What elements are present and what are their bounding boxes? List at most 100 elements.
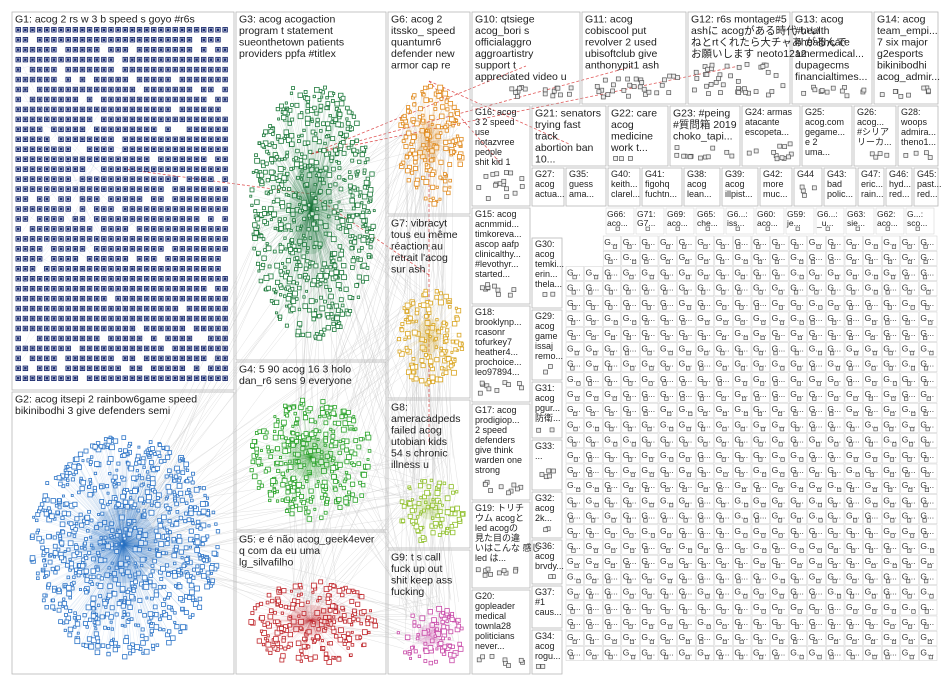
node-dot — [153, 198, 156, 201]
node-dot — [124, 218, 127, 221]
node-dot — [110, 58, 113, 61]
node-dot — [95, 218, 98, 221]
node-dot — [67, 277, 70, 280]
node-dot — [24, 128, 27, 131]
node-dot — [174, 148, 177, 151]
node-dot — [103, 58, 106, 61]
node-dot — [138, 238, 141, 241]
node-dot — [210, 118, 213, 121]
node-dot — [67, 268, 70, 271]
node-dot — [181, 48, 184, 51]
node-dot — [224, 178, 227, 181]
node-dot — [60, 58, 63, 61]
node-dot — [31, 208, 34, 211]
node-dot — [160, 168, 163, 171]
node-dot — [17, 98, 20, 101]
node-dot — [60, 88, 63, 91]
node-dot — [81, 238, 84, 241]
node-dot — [124, 277, 127, 280]
node-dot — [110, 118, 113, 121]
node-dot — [38, 98, 41, 101]
node-dot — [81, 58, 84, 61]
node-dot — [217, 248, 220, 251]
node-dot — [24, 178, 27, 181]
node-dot — [103, 138, 106, 141]
node-dot — [124, 268, 127, 271]
node-dot — [67, 98, 70, 101]
node-dot — [217, 48, 220, 51]
node-dot — [202, 178, 205, 181]
node-dot — [145, 138, 148, 141]
node-dot — [167, 218, 170, 221]
node-dot — [153, 238, 156, 241]
node-dot — [160, 138, 163, 141]
node-dot — [202, 258, 205, 261]
node-dot — [24, 138, 27, 141]
node-dot — [110, 277, 113, 280]
node-dot — [74, 98, 77, 101]
node-dot — [88, 178, 91, 181]
node-dot — [202, 277, 205, 280]
node-dot — [153, 78, 156, 81]
node-dot — [167, 258, 170, 261]
node-dot — [95, 277, 98, 280]
node-dot — [38, 208, 41, 211]
node-dot — [224, 277, 227, 280]
node-dot — [88, 158, 91, 161]
node-dot — [145, 148, 148, 151]
node-dot — [74, 268, 77, 271]
node-dot — [88, 138, 91, 141]
node-dot — [53, 118, 56, 121]
node-dot — [110, 287, 113, 290]
node-dot — [31, 29, 34, 32]
node-dot — [131, 128, 134, 131]
node-dot — [95, 238, 98, 241]
node-dot — [31, 118, 34, 121]
node-dot — [103, 228, 106, 231]
node-dot — [202, 158, 205, 161]
node-dot — [60, 168, 63, 171]
node-dot — [153, 178, 156, 181]
node-dot — [81, 48, 84, 51]
node-dot — [174, 218, 177, 221]
node-dot — [74, 277, 77, 280]
node-dot — [131, 168, 134, 171]
node-dot — [124, 128, 127, 131]
node-dot — [188, 128, 191, 131]
node-dot — [88, 29, 91, 32]
node-dot — [181, 258, 184, 261]
node-dot — [202, 138, 205, 141]
node-dot — [174, 178, 177, 181]
node-dot — [167, 287, 170, 290]
node-dot — [103, 168, 106, 171]
node-dot — [224, 248, 227, 251]
node-dot — [124, 88, 127, 91]
node-dot — [188, 48, 191, 51]
node-dot — [74, 158, 77, 161]
node-dot — [17, 178, 20, 181]
node-dot — [117, 258, 120, 261]
node-dot — [195, 98, 198, 101]
node-dot — [145, 78, 148, 81]
node-dot — [217, 268, 220, 271]
node-dot — [110, 98, 113, 101]
node-dot — [46, 178, 49, 181]
node-dot — [160, 148, 163, 151]
node-dot — [195, 168, 198, 171]
node-dot — [38, 138, 41, 141]
node-dot — [217, 128, 220, 131]
node-dot — [124, 248, 127, 251]
node-dot — [138, 218, 141, 221]
node-dot — [110, 29, 113, 32]
node-dot — [167, 68, 170, 71]
node-dot — [117, 198, 120, 201]
node-dot — [17, 108, 20, 111]
node-dot — [195, 148, 198, 151]
node-dot — [131, 158, 134, 161]
node-dot — [31, 158, 34, 161]
node-dot — [160, 98, 163, 101]
node-dot — [117, 287, 120, 290]
node-dot — [145, 208, 148, 211]
node-dot — [174, 287, 177, 290]
node-dot — [38, 188, 41, 191]
